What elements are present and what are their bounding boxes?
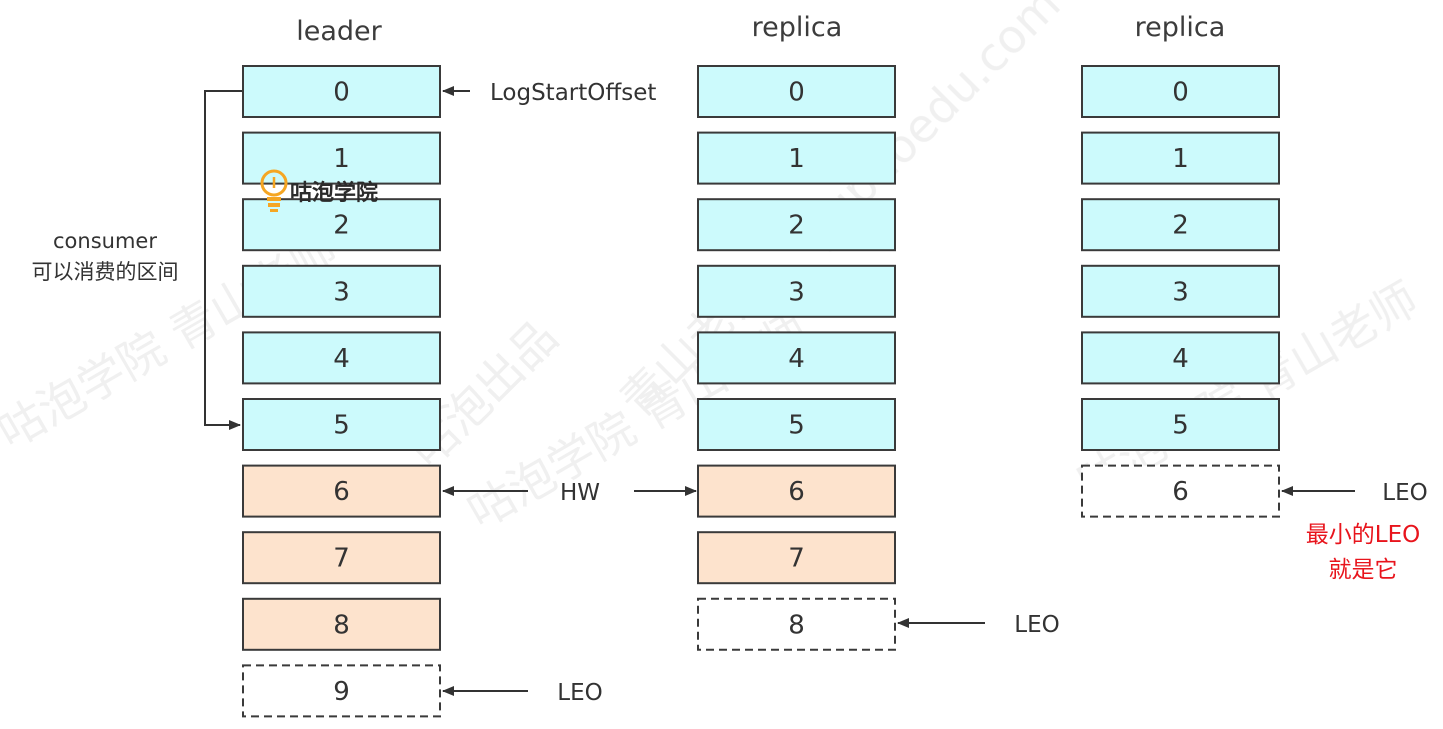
leader-log-cell: 4 (242, 331, 441, 385)
replica-1-log-cell: 1 (697, 131, 896, 185)
lightbulb-icon (260, 169, 288, 212)
log-cell-box (697, 264, 896, 318)
replica-1-leo-label: LEO (1014, 612, 1059, 638)
log-offset-label: 3 (1172, 277, 1189, 307)
log-offset-label: 6 (1172, 477, 1189, 507)
log-offset-label: 5 (333, 411, 350, 441)
consumer-range-label: 可以消费的区间 (32, 260, 179, 284)
column-title-leader: leader (296, 16, 382, 47)
log-offset-label: 4 (788, 344, 805, 374)
log-cell-box (697, 464, 896, 518)
consumer-range-bracket (204, 90, 242, 430)
log-start-offset-label: LogStartOffset (490, 80, 656, 106)
log-cell-box (242, 398, 441, 451)
log-cell-box (697, 597, 896, 651)
log-offset-label: 5 (788, 411, 805, 441)
log-cell-box (242, 331, 441, 385)
leader-log-cell: 1 (242, 131, 441, 185)
log-cell-box (242, 264, 441, 318)
log-offset-label: 0 (333, 78, 350, 108)
log-offset-label: 7 (333, 544, 350, 574)
log-cells: 0 1 2 3 4 5 6 7 8 9 0 1 2 3 4 5 6 7 8 0 1 2 3 4 5 6 (242, 65, 1280, 718)
log-offset-label: 8 (333, 610, 350, 640)
replica-2-log-cell: 1 (1081, 131, 1280, 185)
column-title-replica-2: replica (1135, 12, 1226, 43)
leader-log-cell: 9 (242, 664, 441, 718)
log-cell-box (242, 531, 441, 585)
replica-1-log-cell: 7 (697, 531, 896, 585)
log-offset-label: 7 (788, 544, 805, 574)
replica-2-log-cell: 2 (1081, 198, 1280, 252)
log-offset-label: 2 (333, 211, 350, 241)
log-cell-box (242, 464, 441, 518)
log-cell-box (697, 131, 896, 185)
leader-log-cell: 2 (242, 198, 441, 252)
leader-log-cell: 6 (242, 464, 441, 518)
log-cell-box (242, 597, 441, 651)
log-offset-label: 0 (1172, 78, 1189, 108)
replica-1-log-cell: 2 (697, 198, 896, 252)
log-offset-label: 1 (1172, 144, 1189, 174)
log-offset-label: 2 (788, 211, 805, 241)
log-cell-box (242, 664, 441, 718)
min-leo-note-sub: 就是它 (1329, 557, 1398, 583)
replica-1-log-cell: 3 (697, 264, 896, 318)
replica-2-log-cell: 4 (1081, 331, 1280, 385)
log-cell-box (1081, 264, 1280, 318)
leader-log-cell: 0 (242, 65, 441, 118)
log-offset-label: 6 (788, 477, 805, 507)
replica-1-log-cell: 6 (697, 464, 896, 518)
log-cell-box (1081, 331, 1280, 385)
log-offset-label: 8 (788, 610, 805, 640)
column-title-replica-1: replica (752, 12, 843, 43)
brand-logo-text: 咕泡学院 (290, 180, 378, 206)
log-cell-box (1081, 65, 1280, 118)
leader-leo-label: LEO (557, 680, 602, 706)
leader-log-cell: 3 (242, 264, 441, 318)
consumer-label: consumer (53, 229, 157, 253)
log-offset-label: 1 (333, 144, 350, 174)
log-cell-box (1081, 131, 1280, 185)
min-leo-note: 最小的LEO (1306, 522, 1420, 548)
log-offset-label: 4 (1172, 344, 1189, 374)
log-cell-box (1081, 398, 1280, 451)
replica-2-log-cell: 6 (1081, 464, 1280, 518)
log-offset-label: 5 (1172, 411, 1189, 441)
replica-1-log-cell: 4 (697, 331, 896, 385)
log-offset-label: 1 (788, 144, 805, 174)
brand-logo: 咕泡学院 (260, 169, 378, 212)
replica-2-leo-label: LEO (1382, 480, 1427, 506)
log-offset-label: 9 (333, 677, 350, 707)
log-cell-box (697, 198, 896, 252)
replica-1-log-cell: 8 (697, 597, 896, 651)
log-cell-box (1081, 198, 1280, 252)
replica-2-log-cell: 5 (1081, 398, 1280, 451)
log-cell-box (242, 65, 441, 118)
replica-1-log-cell: 0 (697, 65, 896, 118)
log-cell-box (242, 198, 441, 252)
log-cell-box (697, 65, 896, 118)
replica-2-log-cell: 3 (1081, 264, 1280, 318)
log-offset-label: 2 (1172, 211, 1189, 241)
log-offset-label: 3 (788, 277, 805, 307)
leader-log-cell: 5 (242, 398, 441, 451)
log-cell-box (242, 131, 441, 185)
log-cell-box (697, 331, 896, 385)
log-offset-label: 4 (333, 344, 350, 374)
hw-label: HW (560, 480, 600, 506)
replica-1-log-cell: 5 (697, 398, 896, 451)
replica-2-log-cell: 0 (1081, 65, 1280, 118)
log-cell-box (697, 531, 896, 585)
leader-log-cell: 8 (242, 597, 441, 651)
log-cell-box (1081, 464, 1280, 518)
log-offset-label: 6 (333, 477, 350, 507)
log-offset-label: 3 (333, 277, 350, 307)
log-offset-label: 0 (788, 78, 805, 108)
log-cell-box (697, 398, 896, 451)
leader-log-cell: 7 (242, 531, 441, 585)
